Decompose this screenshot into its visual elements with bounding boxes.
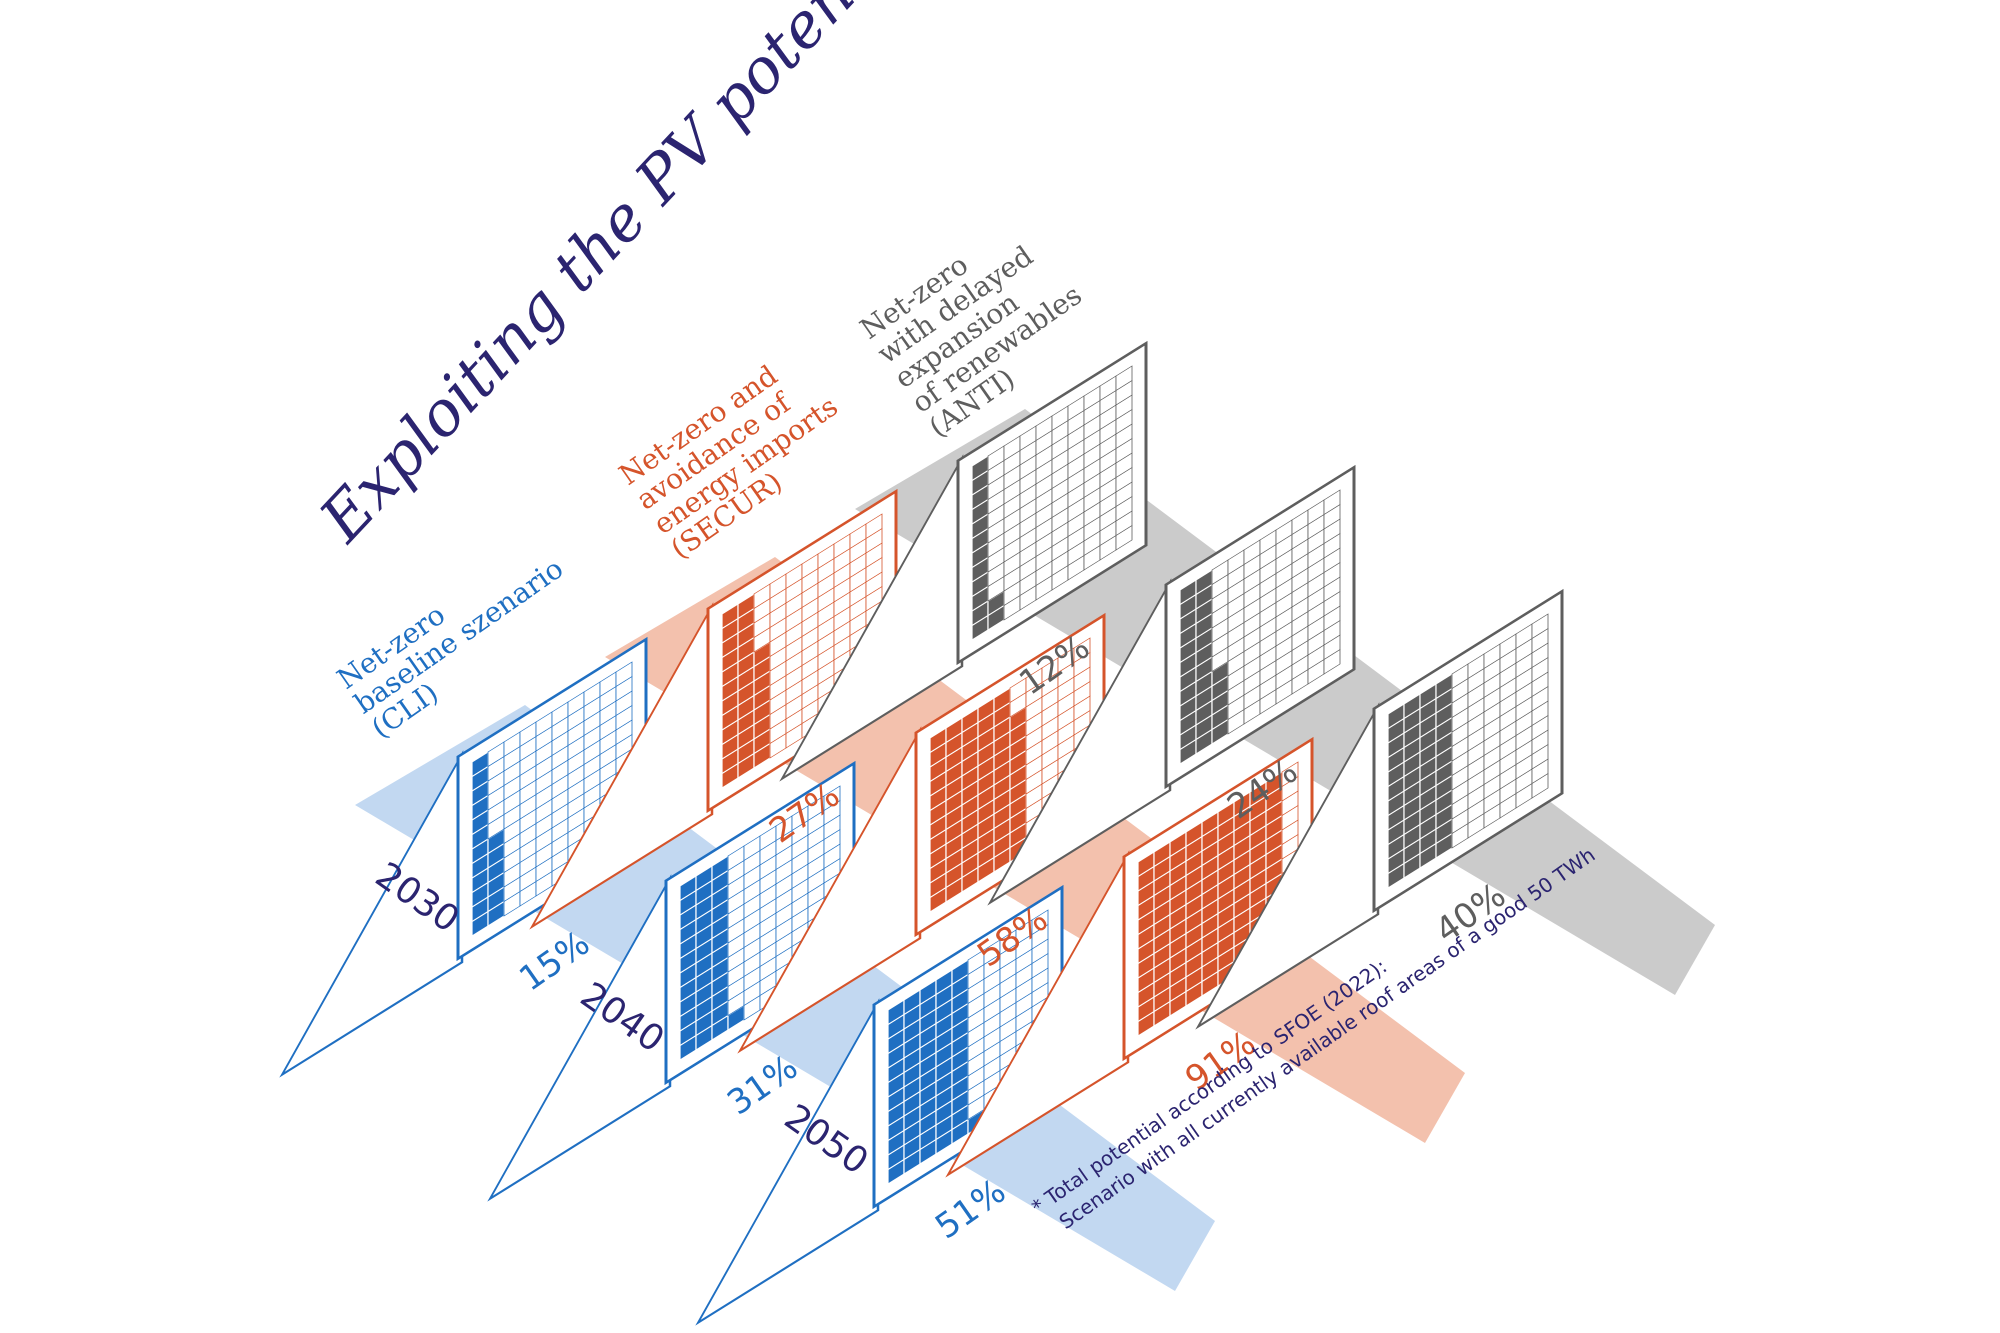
panel-s2-y0 [779, 340, 1148, 782]
solar-panels [279, 340, 1564, 1326]
panel-cell [1531, 613, 1549, 640]
panel-s2-y2 [1195, 588, 1564, 1030]
panel-cell [615, 661, 633, 688]
panel-s1-y2 [945, 736, 1314, 1178]
panel-s2-y1 [987, 464, 1356, 906]
panel-s0-y2 [695, 884, 1064, 1326]
panel-cell [1031, 909, 1049, 936]
panel-cell [823, 785, 841, 812]
panel-cell [865, 513, 883, 540]
panel-cell [1281, 761, 1299, 788]
panel-cell [1073, 637, 1091, 664]
panel-cell [1323, 489, 1341, 516]
panel-cell [1115, 365, 1133, 392]
